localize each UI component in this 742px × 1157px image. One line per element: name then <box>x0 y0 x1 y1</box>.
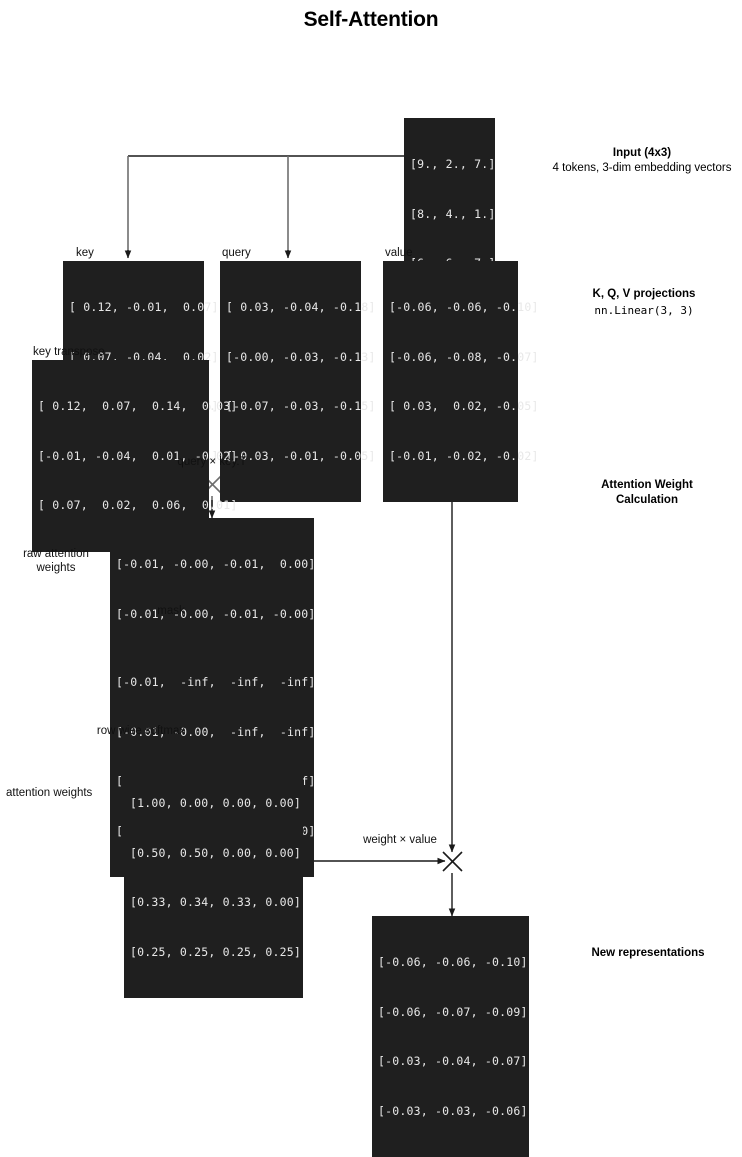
matrix-row: [-0.01, -0.00, -0.01, 0.00] <box>116 557 316 571</box>
matrix-row: [-0.06, -0.06, -0.10] <box>378 955 528 969</box>
matrix-row: [-0.03, -0.04, -0.07] <box>378 1054 528 1068</box>
matrix-row: [0.50, 0.50, 0.00, 0.00] <box>130 845 301 860</box>
key-transpose-label: key transpose <box>33 346 105 358</box>
kqv-annotation-subtitle: nn.Linear(3, 3) <box>594 304 694 317</box>
matrix-row: [ 0.12, 0.07, 0.14, 0.03] <box>38 399 238 413</box>
matrix-row: [-0.01, -0.02, -0.02] <box>389 448 539 463</box>
matrix-row: [-0.01, -0.00, -0.01, -0.00] <box>116 606 316 621</box>
diagram-canvas: Self-Attention <box>6 8 732 1157</box>
attention-weights-label: attention weights <box>6 787 93 799</box>
matrix-row: [-0.03, -0.01, -0.05] <box>226 448 376 463</box>
output-annotation-title: New representations <box>591 947 705 959</box>
matrix-query: [ 0.03, -0.04, -0.18] [-0.00, -0.03, -0.… <box>220 261 376 502</box>
matrix-row: [-0.03, -0.03, -0.06] <box>378 1103 528 1118</box>
key-label: key <box>76 247 94 259</box>
query-label: query <box>222 247 251 259</box>
matrix-row: [-0.06, -0.06, -0.10] <box>389 300 539 314</box>
matrix-row: [ 0.03, 0.02, -0.05] <box>389 399 539 413</box>
matrix-row: [-0.06, -0.07, -0.09] <box>378 1004 528 1019</box>
kqv-annotation-title: K, Q, V projections <box>592 288 696 300</box>
matrix-row: [0.33, 0.34, 0.33, 0.00] <box>130 895 301 909</box>
input-annotation-subtitle: 4 tokens, 3-dim embedding vectors <box>552 162 732 174</box>
matrix-row: [-0.00, -0.03, -0.13] <box>226 349 376 364</box>
matrix-attention-weights: [1.00, 0.00, 0.00, 0.00] [0.50, 0.50, 0.… <box>124 757 303 998</box>
op-label-query-key-transpose: query × key.T <box>177 456 247 468</box>
attention-calc-annotation-title: Attention Weight Calculation <box>601 479 693 506</box>
input-annotation-title: Input (4x3) <box>612 147 672 159</box>
matrix-row: [ 0.07, 0.02, 0.06, 0.01] <box>38 498 238 512</box>
raw-attention-label: raw attention weights <box>23 548 89 574</box>
matrix-row: [1.00, 0.00, 0.00, 0.00] <box>130 796 301 810</box>
matrix-row: [ 0.12, -0.01, 0.07] <box>69 300 219 314</box>
matrix-row: [-0.01, -0.00, -inf, -inf] <box>116 724 316 739</box>
op-label-softmax: row wise softmax <box>96 725 186 737</box>
op-label-weight-value: weight × value <box>363 834 437 846</box>
matrix-output: [-0.06, -0.06, -0.10] [-0.06, -0.07, -0.… <box>372 916 529 1157</box>
matrix-row: [8., 4., 1.] <box>410 206 496 221</box>
matrix-row: [ 0.03, -0.04, -0.18] <box>226 300 376 314</box>
page-title: Self-Attention <box>303 8 439 31</box>
matrix-row: [-0.06, -0.08, -0.07] <box>389 349 539 364</box>
matrix-row: [0.25, 0.25, 0.25, 0.25] <box>130 944 301 959</box>
matrix-row: [-0.07, -0.03, -0.15] <box>226 399 376 413</box>
matrix-value: [-0.06, -0.06, -0.10] [-0.06, -0.08, -0.… <box>383 261 539 502</box>
matrix-row: [9., 2., 7.] <box>410 157 496 171</box>
value-label: value <box>385 247 413 259</box>
matrix-row: [-0.01, -inf, -inf, -inf] <box>116 675 316 689</box>
op-label-mask: mask <box>157 605 185 617</box>
